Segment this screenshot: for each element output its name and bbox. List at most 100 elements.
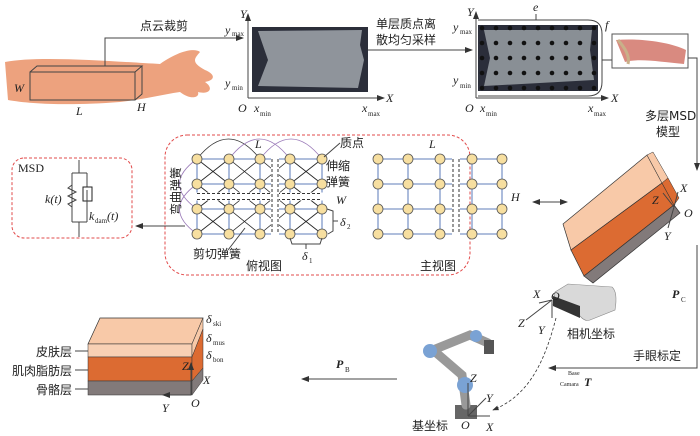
top-W: W [336, 193, 347, 207]
mass-node [466, 153, 478, 165]
sampled-mass-points [479, 25, 597, 91]
sample-dot [591, 25, 597, 31]
sample-dot [549, 25, 555, 31]
y-min-sub: min [232, 84, 243, 92]
shear-spring [196, 208, 230, 235]
mass-node [316, 203, 328, 215]
shear-spring [196, 158, 230, 185]
sample-dot [493, 55, 499, 61]
sample-dot [507, 55, 513, 61]
mass-node [284, 153, 296, 165]
y-min: y [452, 73, 459, 87]
sample-dot [535, 40, 541, 46]
mass-node [402, 153, 414, 165]
bend-spring [259, 138, 323, 160]
delta-bon-sub: bon [213, 356, 224, 364]
spring-model-panel [164, 134, 471, 276]
sample-dot [535, 85, 541, 91]
sample-dot [479, 55, 485, 61]
sample-dot [591, 40, 597, 46]
break-gap [452, 156, 460, 237]
stretch-spring-label2: 弹簧 [326, 174, 350, 189]
camera-device: X O Z Y 相机坐标 [518, 283, 617, 341]
muscle-anatomy-image [611, 33, 689, 69]
P-C-sub: C [681, 296, 686, 304]
skin-layer-label: 皮肤层 [36, 344, 72, 359]
axis-Z: Z [518, 316, 525, 330]
sample-dot [493, 25, 499, 31]
sample-dot [521, 55, 527, 61]
sample-dot [591, 55, 597, 61]
origin-O: O [461, 418, 470, 432]
sample-dot [493, 85, 499, 91]
axis-Y: Y [664, 229, 672, 243]
bone-layer-label: 骨骼层 [36, 382, 72, 397]
mass-node [496, 178, 508, 190]
damper-k-label: k [89, 209, 95, 223]
mass-node [191, 203, 203, 215]
label-e: e [533, 0, 539, 14]
sample-dot [493, 40, 499, 46]
crop-box [29, 65, 144, 101]
sample-dot [479, 25, 485, 31]
origin-O: O [238, 101, 247, 115]
step-crop-label: 点云裁剪 [140, 18, 188, 33]
sample-dot [521, 70, 527, 76]
mass-node [466, 203, 478, 215]
mass-node [254, 153, 266, 165]
mass-node [466, 228, 478, 240]
front-view-title: 主视图 [420, 258, 456, 273]
mass-node [191, 178, 203, 190]
mass-node [223, 178, 235, 190]
sample-dot [563, 55, 569, 61]
sample-dot [521, 40, 527, 46]
sample-dot [563, 25, 569, 31]
x-min: x [479, 101, 486, 115]
arrow-crop [104, 35, 244, 66]
sample-dot [479, 70, 485, 76]
mass-node [372, 153, 384, 165]
multilayer-3d-model: Z X O Y [562, 151, 693, 284]
axis-Y: Y [486, 391, 494, 405]
top-view-title: 俯视图 [246, 258, 282, 273]
label-W: W [14, 81, 25, 95]
axis-X: X [532, 287, 541, 301]
sample-dot [549, 40, 555, 46]
bend-spring [228, 138, 291, 160]
P-C: P [672, 287, 680, 301]
shear-spring-label: 剪切弹簧 [193, 246, 241, 261]
sample-dot [563, 40, 569, 46]
mass-node [372, 203, 384, 215]
mass-node [402, 203, 414, 215]
axis-Z: Z [182, 359, 189, 373]
sample-dot [577, 40, 583, 46]
mass-node [254, 203, 266, 215]
sample-dot [521, 85, 527, 91]
y-max-sub: max [232, 30, 245, 38]
delta1: δ [302, 249, 308, 263]
label-f: f [605, 18, 610, 32]
mass-node [496, 228, 508, 240]
bend-spring [179, 158, 198, 210]
stretch-spring-label1: 伸缩 [326, 158, 350, 173]
sample-dot [577, 85, 583, 91]
msd-title: MSD [18, 161, 44, 175]
camera-frame-label: 相机坐标 [567, 327, 615, 341]
sample-dot [521, 25, 527, 31]
mass-node [496, 153, 508, 165]
top-L: L [254, 137, 262, 151]
sample-dot [507, 40, 513, 46]
origin-O: O [551, 289, 560, 303]
axis-Z: Z [652, 193, 659, 207]
T-sup: Base [568, 371, 580, 377]
mass-node [223, 203, 235, 215]
mass-node [284, 228, 296, 240]
mass-node [316, 178, 328, 190]
step-msd-line2: 模型 [656, 125, 680, 139]
x-max-sub: max [594, 110, 607, 118]
P-B-sub: B [345, 366, 350, 374]
